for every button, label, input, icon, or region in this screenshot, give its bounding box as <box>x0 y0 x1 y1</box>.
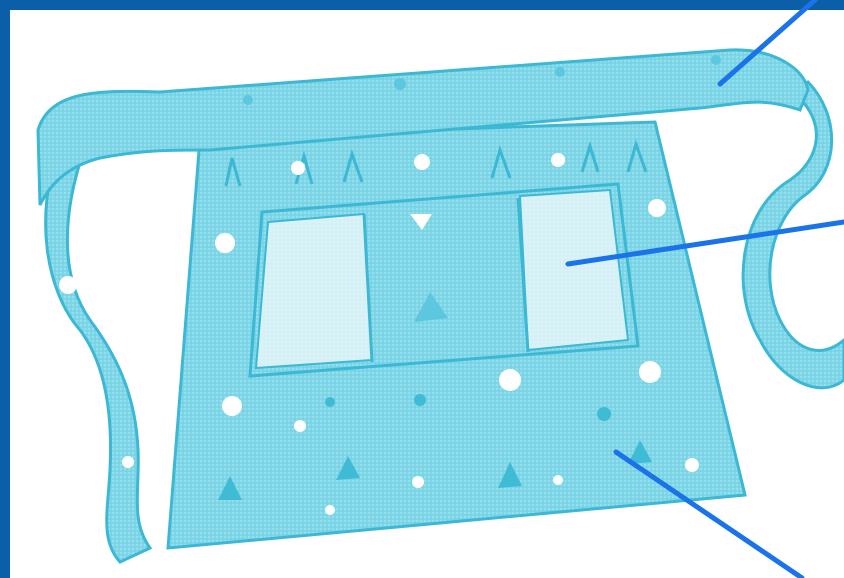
pocket-seam-right <box>516 197 530 353</box>
leader-lines <box>565 0 844 578</box>
left-tie <box>44 148 153 564</box>
leader-line-pocket <box>565 219 844 267</box>
pocket-seam-left <box>362 213 374 363</box>
pocket-left-section <box>254 212 374 370</box>
leader-line-body <box>613 449 805 578</box>
pocket-right-section <box>518 188 630 352</box>
waistband <box>36 48 810 206</box>
leader-line-waistband <box>717 0 818 87</box>
